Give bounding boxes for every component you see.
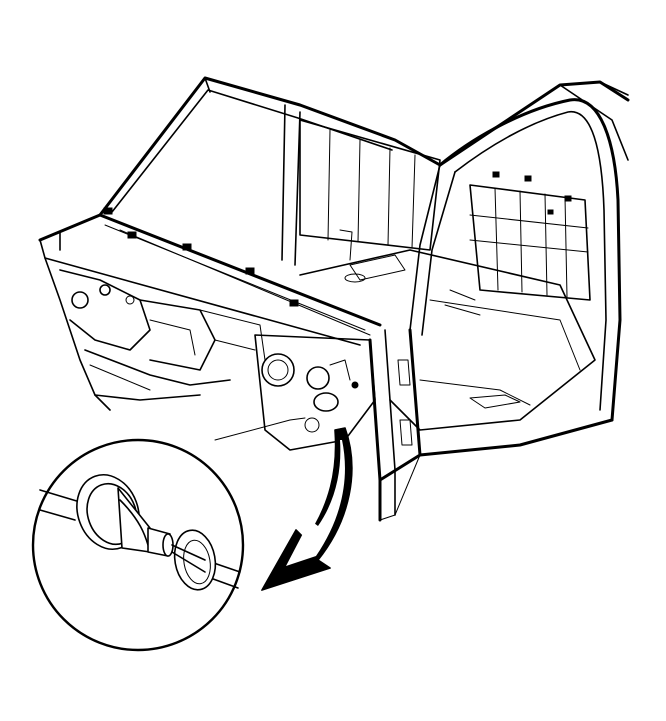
cowl-crossmember (38, 207, 382, 346)
floor-pan (299, 229, 596, 431)
interior-panels (299, 119, 441, 251)
cab-body-structure (38, 76, 630, 522)
grommet-detail (39, 474, 241, 591)
door-opening (378, 98, 622, 482)
detail-inset (31, 438, 245, 652)
pointer-arrow (260, 427, 353, 591)
hinge-pillar (368, 328, 422, 522)
front-left-structure (44, 257, 266, 411)
windshield-frame (98, 76, 442, 266)
dash-panel (214, 334, 376, 451)
rear-cab-wall (469, 171, 591, 301)
